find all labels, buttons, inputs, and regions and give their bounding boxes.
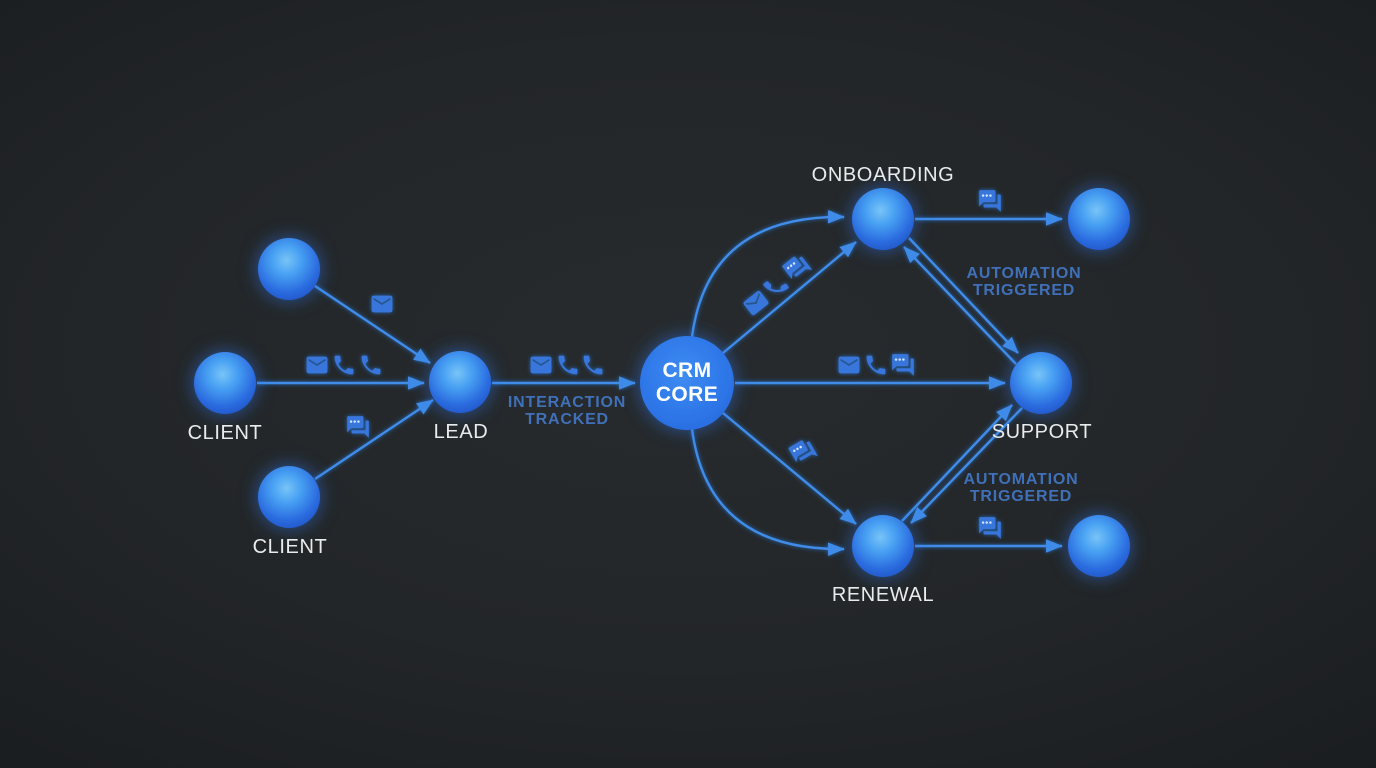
edge-support-to-renewal [910,407,1023,524]
phone-icon [334,355,354,375]
chat-icon [347,416,369,438]
automation-triggered-bottom-line2: TRIGGERED [970,488,1072,505]
support-label: SUPPORT [992,421,1093,443]
edge-crm-core-to-onboarding [722,241,857,354]
mail-icon [530,356,552,374]
phone-icon [361,355,381,375]
node-client-bottom [258,466,320,528]
node-endpoint-bottom [1068,515,1130,577]
edge-renewal-to-support [901,404,1013,522]
chat-icon [781,252,813,284]
chat-icon [892,354,914,376]
edge-support-to-onboarding [903,246,1017,365]
lead-label: LEAD [434,421,489,443]
mail-icon [838,356,860,374]
edge-arc-crm-core-to-renewal [690,428,845,556]
node-endpoint-top [1068,188,1130,250]
mail-icon [371,295,393,313]
automation-triggered-bottom-line1: AUTOMATION [964,471,1079,488]
renewal-label: RENEWAL [832,584,934,606]
node-crm-core [640,336,734,430]
edge-crm-core-to-renewal [722,412,857,525]
node-client-left [194,352,256,414]
edge-client-bottom-to-lead [314,399,434,480]
onboarding-label: ONBOARDING [812,164,955,186]
phone-icon [866,355,886,375]
interaction-tracked-label-line2: TRACKED [525,411,609,428]
mail-icon [306,356,328,374]
automation-triggered-top-line1: AUTOMATION [967,265,1082,282]
edge-onboarding-to-support [908,237,1019,354]
node-support [1010,352,1072,414]
mail-icon [742,290,770,316]
phone-icon [762,272,790,300]
chat-icon [979,517,1001,539]
chat-icon [788,437,818,467]
crm-core-label-line2: CORE [656,383,718,406]
node-renewal [852,515,914,577]
phone-icon [558,355,578,375]
chat-icon [979,190,1001,212]
node-client-top [258,238,320,300]
client-bottom-label: CLIENT [253,536,328,558]
client-left-label: CLIENT [188,422,263,444]
phone-icon [583,355,603,375]
edge-arc-crm-core-to-onboarding [690,210,845,338]
node-lead [429,351,491,413]
interaction-tracked-label-line1: INTERACTION [508,394,626,411]
automation-triggered-top-line2: TRIGGERED [973,282,1075,299]
node-onboarding [852,188,914,250]
crm-core-label-line1: CRM [662,359,711,382]
edge-client-top-to-lead [314,285,431,364]
